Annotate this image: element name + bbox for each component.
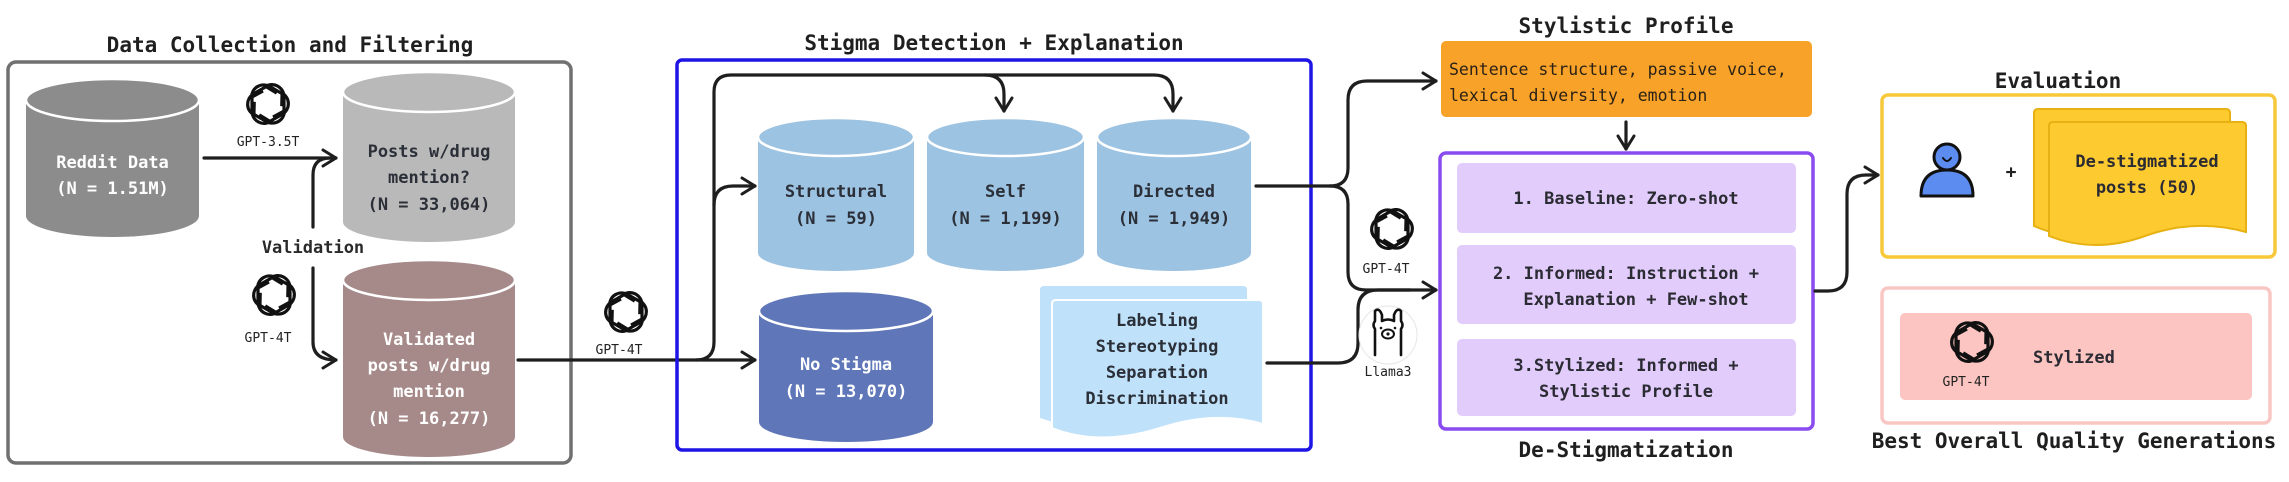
- destig-panel: [1438, 151, 1815, 431]
- stylistic-title: Stylistic Profile: [1519, 14, 1734, 38]
- structural-count: (N = 59): [795, 209, 877, 229]
- detection-title: Stigma Detection + Explanation: [804, 31, 1183, 55]
- strategy-line: 3.Stylized: Informed +: [1513, 356, 1738, 376]
- directed-label: Directed: [1133, 182, 1215, 202]
- posts-count: (N = 33,064): [368, 195, 491, 215]
- validation-model-label: GPT-4T: [245, 331, 292, 346]
- destig-model-gpt: GPT-4T: [1363, 262, 1410, 277]
- strategy-line: Stylistic Profile: [1539, 382, 1713, 402]
- collection-title: Data Collection and Filtering: [107, 33, 474, 57]
- validated-label-1: Validated: [383, 330, 475, 350]
- reddit-label: Reddit Data: [56, 153, 169, 173]
- destigmatized-posts-document: De-stigmatized posts (50): [2033, 108, 2247, 246]
- validation-down-arrow: [311, 266, 338, 370]
- llama-icon: [1358, 305, 1418, 365]
- evaluation-panel: [1880, 93, 2277, 259]
- validated-posts-cylinder: Validated posts w/drug mention (N = 16,2…: [341, 258, 517, 457]
- destig-model-llama: Llama3: [1365, 365, 1412, 380]
- destig-arrow-from-explanation: [1265, 288, 1412, 365]
- strategy-informed: 2. Informed: Instruction + Explanation +…: [1457, 245, 1796, 324]
- strategy-stylized: 3.Stylized: Informed + Stylistic Profile: [1457, 339, 1796, 416]
- detection-panel: [675, 58, 1313, 452]
- filter-model-label: GPT-3.5T: [237, 135, 300, 150]
- evaluation-doc-line-2: posts (50): [2096, 178, 2198, 198]
- validated-label-3: mention: [393, 382, 465, 402]
- posts-label-1: Posts w/drug: [368, 142, 491, 162]
- posts-drug-mention-cylinder: Posts w/drug mention? (N = 33,064): [341, 70, 517, 242]
- posts-label-2: mention?: [388, 168, 470, 188]
- stylistic-arrow: [1328, 71, 1438, 188]
- detection-model-label: GPT-4T: [596, 343, 643, 358]
- openai-logo-icon: [601, 288, 651, 335]
- best-strategy-label: Stylized: [2033, 348, 2115, 368]
- explanation-item: Stereotyping: [1096, 337, 1219, 357]
- person-icon: [1919, 142, 1975, 198]
- collection-panel: [6, 60, 573, 465]
- strategy-line: Explanation + Few-shot: [1523, 290, 1748, 310]
- openai-logo-icon: [249, 271, 299, 318]
- structural-stigma-cylinder: Structural (N = 59): [756, 116, 916, 271]
- strategy-line: 2. Informed: Instruction +: [1493, 264, 1759, 284]
- stylistic-profile-box: [1441, 41, 1812, 117]
- structural-label: Structural: [785, 182, 887, 202]
- reddit-count: (N = 1.51M): [56, 179, 169, 199]
- best-title: Best Overall Quality Generations: [1872, 429, 2277, 453]
- evaluation-doc-line-1: De-stigmatized: [2075, 152, 2218, 172]
- validated-label-2: posts w/drug: [368, 356, 491, 376]
- best-model-label: GPT-4T: [1943, 375, 1990, 390]
- no-stigma-cylinder: No Stigma (N = 13,070): [757, 289, 935, 442]
- stylistic-line-2: lexical diversity, emotion: [1449, 86, 1707, 105]
- strategy-baseline: 1. Baseline: Zero-shot: [1457, 163, 1796, 233]
- plus-sign: +: [2006, 162, 2017, 183]
- openai-logo-icon: [1367, 205, 1417, 252]
- detection-branch-path: [694, 73, 1014, 362]
- destig-title: De-Stigmatization: [1519, 438, 1734, 462]
- no-stigma-count: (N = 13,070): [785, 382, 908, 402]
- strategy-line: 1. Baseline: Zero-shot: [1513, 189, 1738, 209]
- best-panel: [1880, 286, 2272, 425]
- directed-count: (N = 1,949): [1118, 209, 1231, 229]
- validated-count: (N = 16,277): [368, 409, 491, 429]
- no-stigma-label: No Stigma: [800, 355, 892, 375]
- openai-logo-icon: [243, 80, 293, 127]
- validation-label: Validation: [262, 238, 364, 258]
- explanation-document: Labeling Stereotyping Separation Discrim…: [1040, 286, 1264, 439]
- explanation-item: Discrimination: [1085, 389, 1228, 409]
- explanation-item: Separation: [1106, 363, 1208, 383]
- explanation-item: Labeling: [1116, 311, 1198, 331]
- destig-arrow-from-directed: [1328, 184, 1438, 300]
- self-label: Self: [985, 182, 1026, 202]
- self-stigma-cylinder: Self (N = 1,199): [925, 116, 1086, 271]
- evaluation-title: Evaluation: [1995, 69, 2121, 93]
- stylistic-line-1: Sentence structure, passive voice,: [1449, 60, 1787, 79]
- self-count: (N = 1,199): [949, 209, 1062, 229]
- directed-branch-path: [983, 73, 1183, 113]
- directed-stigma-cylinder: Directed (N = 1,949): [1095, 116, 1253, 271]
- structural-branch-path: [712, 176, 757, 207]
- evaluation-arrow: [1813, 165, 1880, 293]
- reddit-data-cylinder: Reddit Data (N = 1.51M): [24, 77, 201, 237]
- validation-up-arrow: [311, 156, 332, 229]
